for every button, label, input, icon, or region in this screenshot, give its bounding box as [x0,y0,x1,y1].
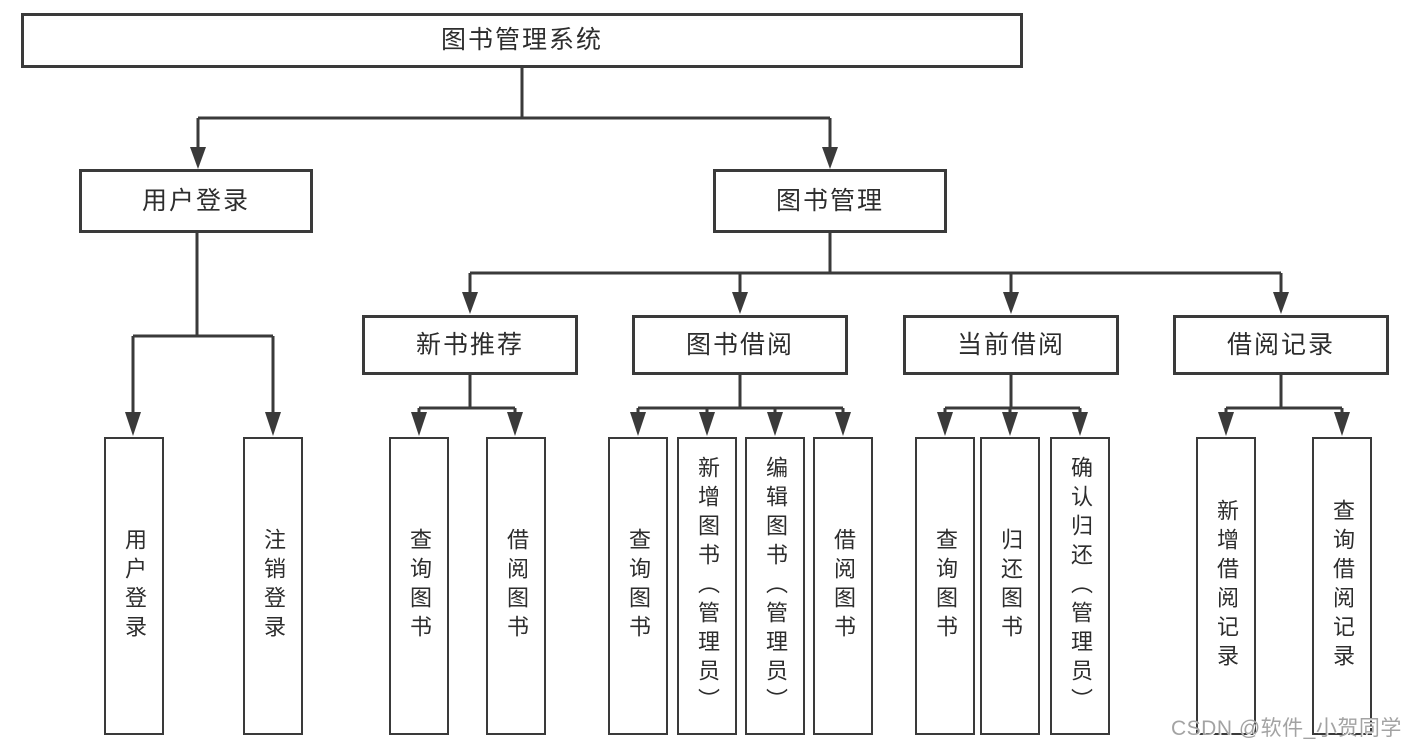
node-logout-leaf: 注销登录 [243,437,303,735]
arrowhead-user-login [190,147,206,169]
node-borrowing-records: 借阅记录 [1173,315,1389,375]
node-borrow-books-leaf: 借阅图书 [813,437,873,735]
node-root-system-label: 图书管理系统 [440,26,603,54]
node-edit-book-admin: 编辑图书（管理员） [745,437,805,735]
node-user-login-branch: 用户登录 [79,169,313,233]
arrowhead-new-book [462,292,478,314]
node-new-book-recommendation-label: 新书推荐 [415,330,524,359]
node-current-borrowing-label: 当前借阅 [956,330,1065,359]
node-query-books-current: 查询图书 [915,437,975,735]
node-user-login-leaf: 用户登录 [104,437,164,735]
node-query-books-borrow: 查询图书 [608,437,668,735]
node-borrowing-records-label: 借阅记录 [1226,330,1335,359]
node-root-system: 图书管理系统 [21,13,1023,68]
node-return-books: 归还图书 [980,437,1040,735]
node-book-borrowing: 图书借阅 [632,315,848,375]
node-book-management-branch: 图书管理 [713,169,947,233]
node-book-borrowing-label: 图书借阅 [685,330,794,359]
arrowhead-current-borrow [1003,292,1019,314]
node-add-book-admin: 新增图书（管理员） [677,437,737,735]
arrowhead-logout-leaf [265,412,281,436]
watermark: CSDN @软件_小贺同学 [1171,717,1402,740]
arrowhead-borrow-records [1273,292,1289,314]
arrowhead-book-mgmt [822,147,838,169]
node-query-books-recommend: 查询图书 [389,437,449,735]
node-book-management-branch-label: 图书管理 [775,186,884,215]
node-borrow-books-recommend: 借阅图书 [486,437,546,735]
node-new-book-recommendation: 新书推荐 [362,315,578,375]
node-add-borrow-record: 新增借阅记录 [1196,437,1256,735]
node-query-borrow-record: 查询借阅记录 [1312,437,1372,735]
node-confirm-return-admin: 确认归还（管理员） [1050,437,1110,735]
node-user-login-branch-label: 用户登录 [141,186,250,215]
arrowhead-login-leaf [125,412,141,436]
arrowhead-book-borrow [732,292,748,314]
node-current-borrowing: 当前借阅 [903,315,1119,375]
